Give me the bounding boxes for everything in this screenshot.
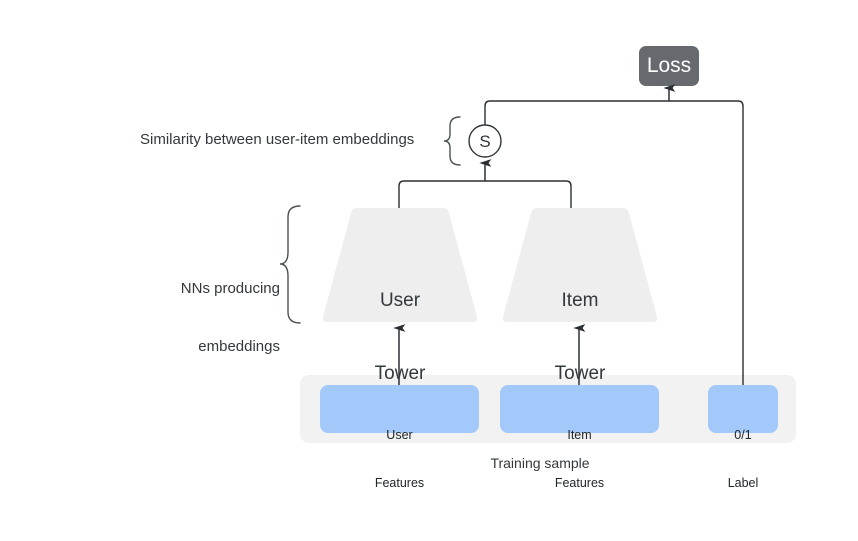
item-features-line2: Features <box>554 476 605 490</box>
label-box[interactable] <box>708 385 778 433</box>
item-tower-label[interactable]: Item Tower <box>502 240 658 435</box>
towers-annotation-label: NNs producing embeddings <box>120 241 280 395</box>
loss-label[interactable]: Loss <box>646 54 692 77</box>
connector-towers-to-similarity <box>398 180 572 208</box>
brace-towers <box>279 205 301 324</box>
similarity-node-label[interactable]: S <box>479 132 491 151</box>
label-box-label[interactable]: 0/1 Label <box>708 395 778 523</box>
user-tower-line1: User <box>379 289 421 311</box>
brace-similarity <box>443 116 461 166</box>
item-features-line1: Item <box>567 428 592 442</box>
item-tower-line2: Tower <box>554 362 606 384</box>
item-features-label[interactable]: Item Features <box>500 395 659 523</box>
user-features-line1: User <box>386 428 413 442</box>
user-features-line2: Features <box>374 476 425 490</box>
connector-similarity-to-loss <box>484 100 669 125</box>
user-features-label[interactable]: User Features <box>320 395 479 523</box>
user-tower-shape[interactable] <box>322 208 478 322</box>
similarity-annotation-label: Similarity between user-item embeddings <box>140 131 415 148</box>
connector-label-to-loss <box>669 100 744 385</box>
towers-annotation-line2: embeddings <box>198 337 280 355</box>
user-features-box[interactable] <box>320 385 479 433</box>
loss-box[interactable] <box>639 46 699 86</box>
item-tower-line1: Item <box>561 289 599 311</box>
label-box-line2: Label <box>727 476 759 490</box>
towers-annotation-line1: NNs producing <box>180 280 280 298</box>
label-box-line1: 0/1 <box>734 428 752 442</box>
item-tower-shape[interactable] <box>502 208 658 322</box>
item-features-box[interactable] <box>500 385 659 433</box>
training-sample-caption: Training sample <box>490 455 590 471</box>
user-tower-label[interactable]: User Tower <box>322 240 478 435</box>
user-tower-line2: Tower <box>374 362 426 384</box>
